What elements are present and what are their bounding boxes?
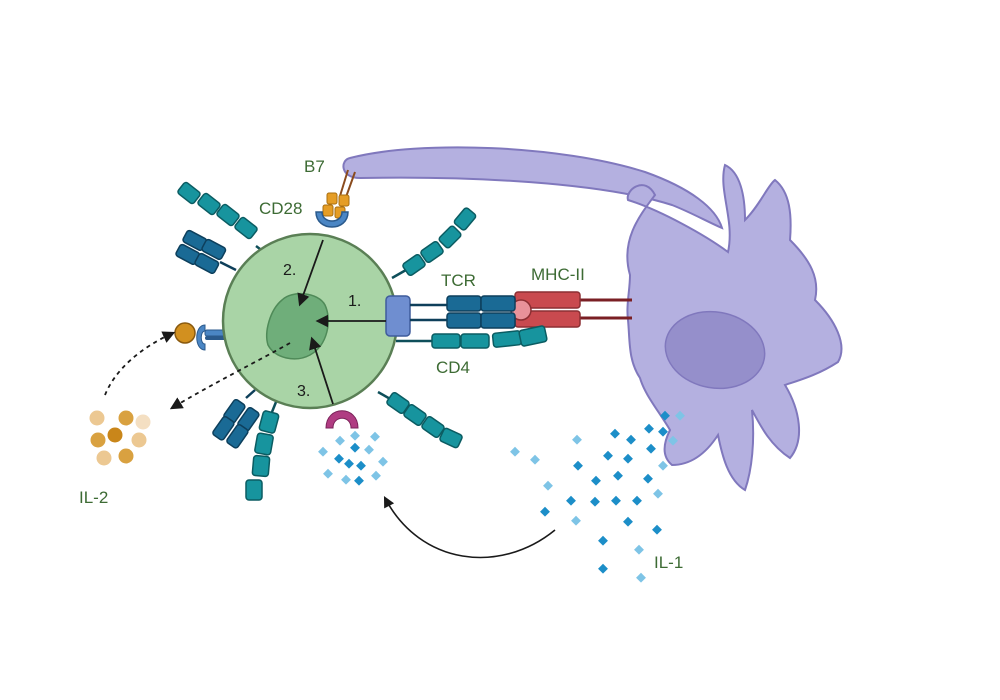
il2-bound-molecule: [174, 322, 196, 344]
dendritic-cell-dendrite-arm: [342, 146, 724, 230]
il2-autocrine-arrow: [104, 331, 176, 396]
cd28-b7-complex: [315, 169, 356, 228]
dendritic-cell-nucleus: [664, 310, 766, 390]
receptor-bottom-right: [377, 390, 463, 449]
label-cd28: CD28: [259, 199, 302, 218]
receptor-bottom-teal: [245, 401, 280, 501]
il1-receptor: [325, 410, 359, 429]
step-1-label: 1.: [348, 293, 361, 310]
il1-arrow: [383, 496, 556, 559]
il1-cytokines: [510, 410, 685, 583]
tcr-membrane-anchor: [385, 295, 411, 337]
tcr-complex: [385, 295, 516, 337]
receptor-bottom-left-blue: [212, 389, 260, 449]
step-2-label: 2.: [283, 262, 296, 279]
signal-arrow-3: [309, 336, 334, 405]
receptor-top-right: [391, 207, 477, 280]
il2-cytokines: [89, 410, 151, 466]
label-b7: B7: [304, 157, 325, 176]
cd28-receptor: [315, 211, 349, 228]
label-il1: IL-1: [654, 553, 683, 572]
tcr-alpha-chain: [446, 295, 482, 312]
receptor-top-left: [177, 181, 258, 240]
tcr-beta-chain: [446, 312, 482, 329]
receptor-left-blue: [175, 229, 237, 275]
cd4-coreceptor: [396, 325, 548, 349]
mhc2-complex: [510, 291, 632, 328]
label-tcr: TCR: [441, 271, 476, 290]
dendritic-cell: [342, 146, 843, 492]
label-cd4: CD4: [436, 358, 470, 377]
step-3-label: 3.: [297, 383, 310, 400]
label-mhc2: MHC-II: [531, 265, 585, 284]
signal-arrow-2: [297, 239, 324, 307]
b7-domain: [326, 192, 338, 205]
il1-near-tcell: [318, 430, 388, 486]
label-il2: IL-2: [79, 488, 108, 507]
b7-stem: [339, 169, 349, 197]
